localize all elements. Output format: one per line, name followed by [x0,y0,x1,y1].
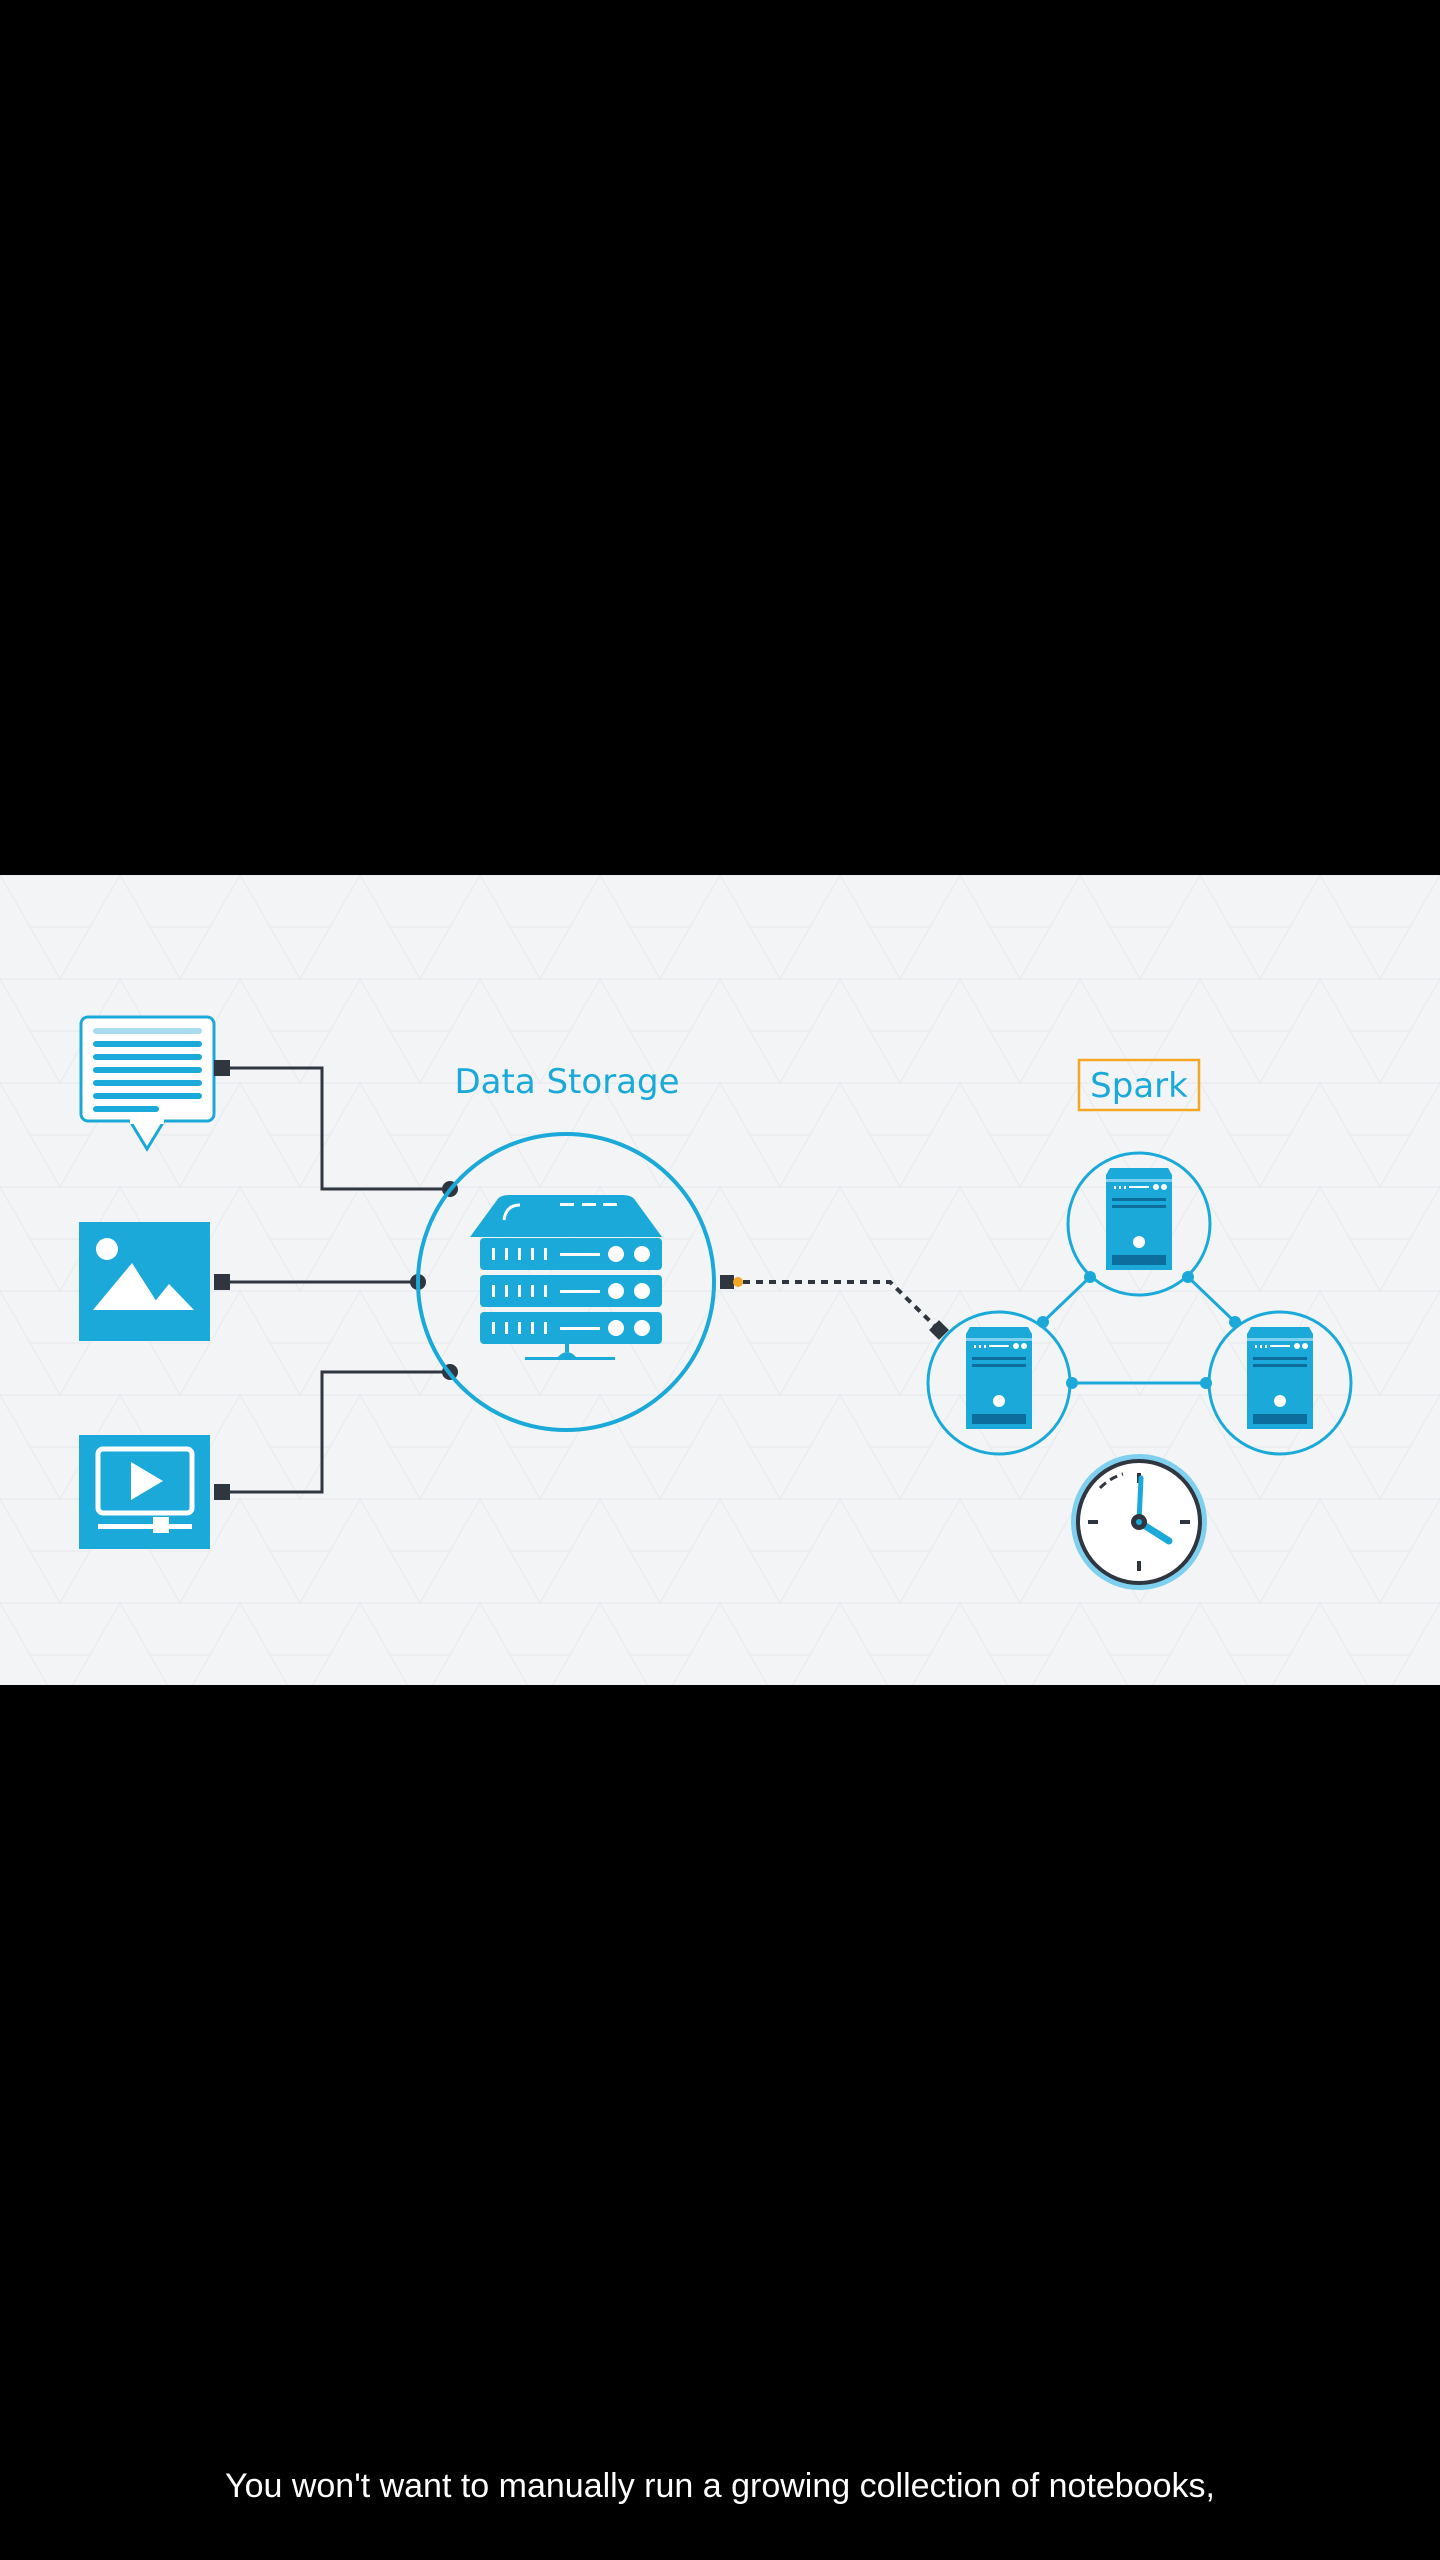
clock-icon [1071,1454,1207,1590]
video-frame: Data Storage [0,875,1440,1685]
source-connectors [222,1066,450,1494]
spark-node-left-icon [926,1310,1072,1456]
spark-label-box: Spark [1077,1058,1201,1112]
spark-node-right-icon [1207,1310,1353,1456]
image-icon [79,1222,210,1341]
spark-node-top-icon [1066,1151,1212,1297]
document-icon [79,1015,216,1152]
spark-label: Spark [1090,1066,1188,1106]
data-storage-server-icon [416,1132,716,1432]
storage-to-spark-connector [720,1275,949,1340]
data-storage-label: Data Storage [454,1062,679,1102]
subtitle-caption: You won't want to manually run a growing… [225,2467,1215,2505]
video-icon [79,1435,210,1549]
